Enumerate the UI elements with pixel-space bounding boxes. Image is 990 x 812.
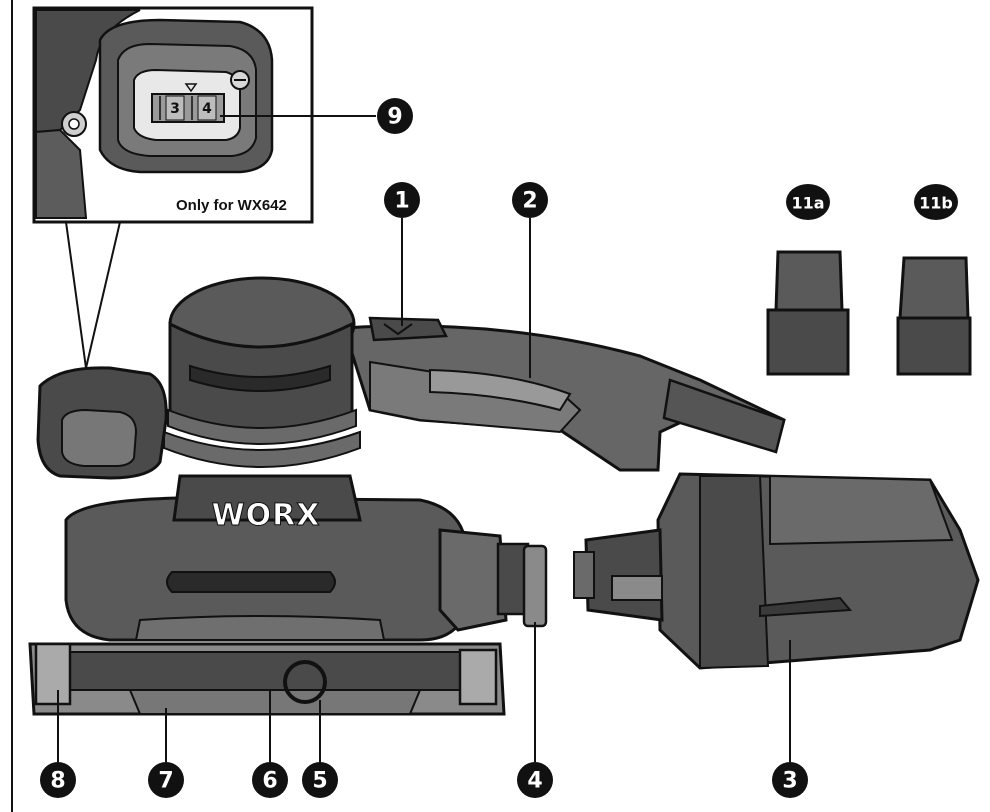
adapters xyxy=(766,250,972,376)
adapter-11b-bottom xyxy=(896,316,972,376)
svg-text:11a: 11a xyxy=(791,194,824,213)
adapter-11a-bottom xyxy=(766,308,850,376)
paper-clamp-spring[interactable] xyxy=(283,660,327,704)
callout-11b: 11b xyxy=(914,184,958,220)
power-cord xyxy=(662,378,786,454)
dust-box xyxy=(573,472,980,670)
dust-box-release-button[interactable] xyxy=(611,575,663,601)
inset-projection-right xyxy=(85,221,121,369)
svg-text:2: 2 xyxy=(522,189,537,214)
brand-logo: WORX xyxy=(212,498,321,533)
adapter-11a-top xyxy=(774,250,844,312)
worx-badge-housing xyxy=(172,474,362,522)
paper-clamp-right[interactable] xyxy=(458,648,498,706)
svg-text:7: 7 xyxy=(158,769,173,794)
svg-text:6: 6 xyxy=(262,769,277,794)
callout-3: 3 xyxy=(772,762,808,798)
handle-label-area xyxy=(429,368,572,412)
callout-6: 6 xyxy=(252,762,288,798)
leader-lines xyxy=(57,115,791,762)
callout-5: 5 xyxy=(302,762,338,798)
inset-note: Only for WX642 xyxy=(176,197,287,214)
svg-text:9: 9 xyxy=(387,105,402,130)
air-vents xyxy=(189,364,331,392)
on-off-switch[interactable] xyxy=(368,316,448,342)
dial-value-4: 4 xyxy=(202,101,212,117)
dial-value-3: 3 xyxy=(170,101,180,117)
svg-text:4: 4 xyxy=(527,769,542,794)
inset-projection-left xyxy=(65,221,87,369)
sander-body: WORX xyxy=(28,276,786,716)
inset-housing-bottom xyxy=(35,128,88,219)
dust-port xyxy=(438,528,508,632)
svg-text:5: 5 xyxy=(312,769,327,794)
svg-text:1: 1 xyxy=(394,189,409,214)
dial-indicator-icon xyxy=(184,83,198,93)
callout-11a: 11a xyxy=(786,184,830,220)
paper-clamp-lever[interactable] xyxy=(34,642,72,706)
speed-dial-inset: 3 4 Only for WX642 xyxy=(32,6,314,224)
svg-text:11b: 11b xyxy=(919,194,953,213)
svg-text:8: 8 xyxy=(50,769,65,794)
callout-9: 9 xyxy=(377,98,413,134)
adapter-11b-top xyxy=(898,256,970,320)
callout-8: 8 xyxy=(40,762,76,798)
callout-2: 2 xyxy=(512,182,548,218)
callout-1: 1 xyxy=(384,182,420,218)
callout-7: 7 xyxy=(148,762,184,798)
callout-4: 4 xyxy=(517,762,553,798)
platen-pad xyxy=(128,689,422,715)
lower-vents xyxy=(166,571,336,593)
svg-text:3: 3 xyxy=(782,769,797,794)
